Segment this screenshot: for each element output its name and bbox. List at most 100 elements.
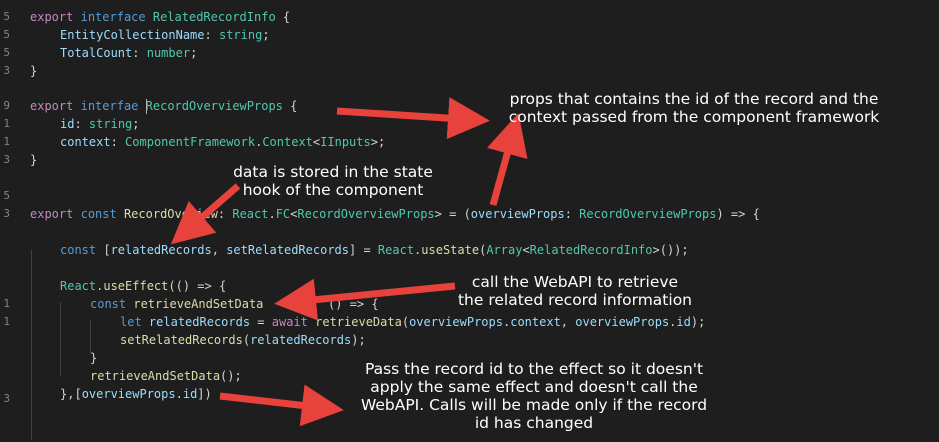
code-line[interactable]: export interface RelatedRecordInfo { <box>30 8 290 26</box>
code-line[interactable]: TotalCount: number; <box>60 44 197 62</box>
code-token: : <box>110 135 118 149</box>
annotation-text: data is stored in the state <box>233 163 433 181</box>
code-token: export <box>30 10 74 24</box>
line-number: 1 <box>3 117 10 130</box>
line-number: 3 <box>3 392 10 405</box>
code-token: . <box>502 315 511 329</box>
code-token: retrieveAndSetData <box>133 297 264 311</box>
code-line[interactable]: } <box>30 62 37 80</box>
code-token: , <box>211 243 227 257</box>
code-token: RecordOverviewProps <box>145 99 283 113</box>
code-token: < <box>522 243 530 257</box>
code-token: ); <box>690 315 706 329</box>
code-line[interactable]: EntityCollectionName: string; <box>60 26 270 44</box>
line-number: 5 <box>3 28 10 41</box>
code-token: setRelatedRecords <box>120 333 243 347</box>
code-token: RecordOverviewProps <box>579 207 717 221</box>
indent-guide <box>90 320 91 354</box>
annotation-text: context passed from the component framew… <box>508 108 880 126</box>
code-token: RelatedRecordInfo <box>529 243 653 257</box>
code-token: IInputs <box>320 135 371 149</box>
code-line[interactable]: retrieveAndSetData(); <box>90 367 242 385</box>
code-token: < <box>290 207 298 221</box>
line-number: 9 <box>3 99 10 112</box>
code-line[interactable]: },[overviewProps.id]) <box>60 385 212 403</box>
code-token: context <box>60 135 111 149</box>
code-token: ; <box>262 28 270 42</box>
code-token: >()); <box>652 243 689 257</box>
code-line[interactable]: } <box>90 349 97 367</box>
code-line[interactable]: export interfae RecordOverviewProps { <box>30 97 297 115</box>
code-token: React <box>232 207 269 221</box>
code-line[interactable]: setRelatedRecords(relatedRecords); <box>120 331 366 349</box>
code-token: let <box>120 315 142 329</box>
code-line[interactable]: id: string; <box>60 115 140 133</box>
line-number: 1 <box>3 297 10 310</box>
code-token: RecordOverviewProps <box>297 207 435 221</box>
arrow-to-props-note <box>336 97 490 140</box>
arrow-to-retrieve-function <box>274 278 456 321</box>
code-token: EntityCollectionName <box>60 28 205 42</box>
code-token: const <box>90 297 127 311</box>
line-number: 3 <box>3 64 10 77</box>
line-number: 1 <box>3 315 10 328</box>
code-token: RelatedRecordInfo <box>152 10 276 24</box>
code-token: ]) <box>197 387 212 401</box>
annotation-state: data is stored in the state hook of the … <box>222 163 444 199</box>
text-cursor <box>146 99 147 114</box>
code-token: ; <box>190 46 198 60</box>
code-token: ( <box>401 315 410 329</box>
annotation-text: Pass the record id to the effect so it d… <box>364 360 704 378</box>
arrow-from-component-signature <box>487 113 528 206</box>
annotation-text: id has changed <box>474 414 594 432</box>
indent-guide <box>60 302 61 376</box>
annotation-text: the related record information <box>457 291 692 309</box>
code-line[interactable]: React.useEffect(() => { <box>60 277 226 295</box>
code-token: } <box>90 351 98 365</box>
code-token: . <box>669 315 677 329</box>
code-token: : <box>132 46 140 60</box>
annotation-effect: Pass the record id to the effect so it d… <box>340 360 728 432</box>
code-line[interactable]: const [relatedRecords, setRelatedRecords… <box>60 241 689 259</box>
code-token: , <box>560 315 576 329</box>
code-token: useEffect <box>103 279 169 293</box>
code-token: const <box>60 243 97 257</box>
code-token: ); <box>351 333 366 347</box>
code-token: },[ <box>60 387 82 401</box>
line-number: 3 <box>3 207 10 220</box>
code-token: overviewProps <box>575 315 670 329</box>
code-line[interactable]: context: ComponentFramework.Context<IInp… <box>60 133 385 151</box>
code-token: TotalCount <box>60 46 133 60</box>
code-token: export <box>30 207 74 221</box>
code-token: : <box>204 28 212 42</box>
code-token: interface <box>80 10 146 24</box>
code-token: : <box>74 117 82 131</box>
code-token: ) => { <box>716 207 760 221</box>
indent-guide <box>31 250 32 440</box>
code-token: React <box>377 243 415 257</box>
code-token: string <box>218 28 263 42</box>
line-number: 1 <box>3 135 10 148</box>
code-token: . <box>175 387 183 401</box>
annotation-text: props that contains the id of the record… <box>509 90 879 108</box>
line-number: 3 <box>3 153 10 166</box>
line-number: 5 <box>3 10 10 23</box>
code-token: : <box>564 207 580 221</box>
code-token: useState <box>421 243 480 257</box>
code-token: overviewProps <box>470 207 565 221</box>
code-token: : <box>217 207 233 221</box>
code-token: . <box>96 279 104 293</box>
code-token: } <box>30 153 38 167</box>
line-number-gutter: 5 5 5 3 9 1 1 3 5 3 1 1 3 <box>0 0 12 442</box>
code-line[interactable]: const retrieveAndSetData <box>90 295 263 313</box>
code-token: ( <box>479 243 487 257</box>
code-line[interactable]: let relatedRecords = await retrieveData(… <box>120 313 705 331</box>
code-token: retrieveData <box>315 315 402 329</box>
arrow-to-effect-note <box>219 384 344 427</box>
code-token: . <box>268 207 276 221</box>
code-token: } <box>30 64 38 78</box>
code-token: (() => { <box>168 279 227 293</box>
code-token: interfa <box>80 99 132 113</box>
code-line[interactable]: } <box>30 151 37 169</box>
